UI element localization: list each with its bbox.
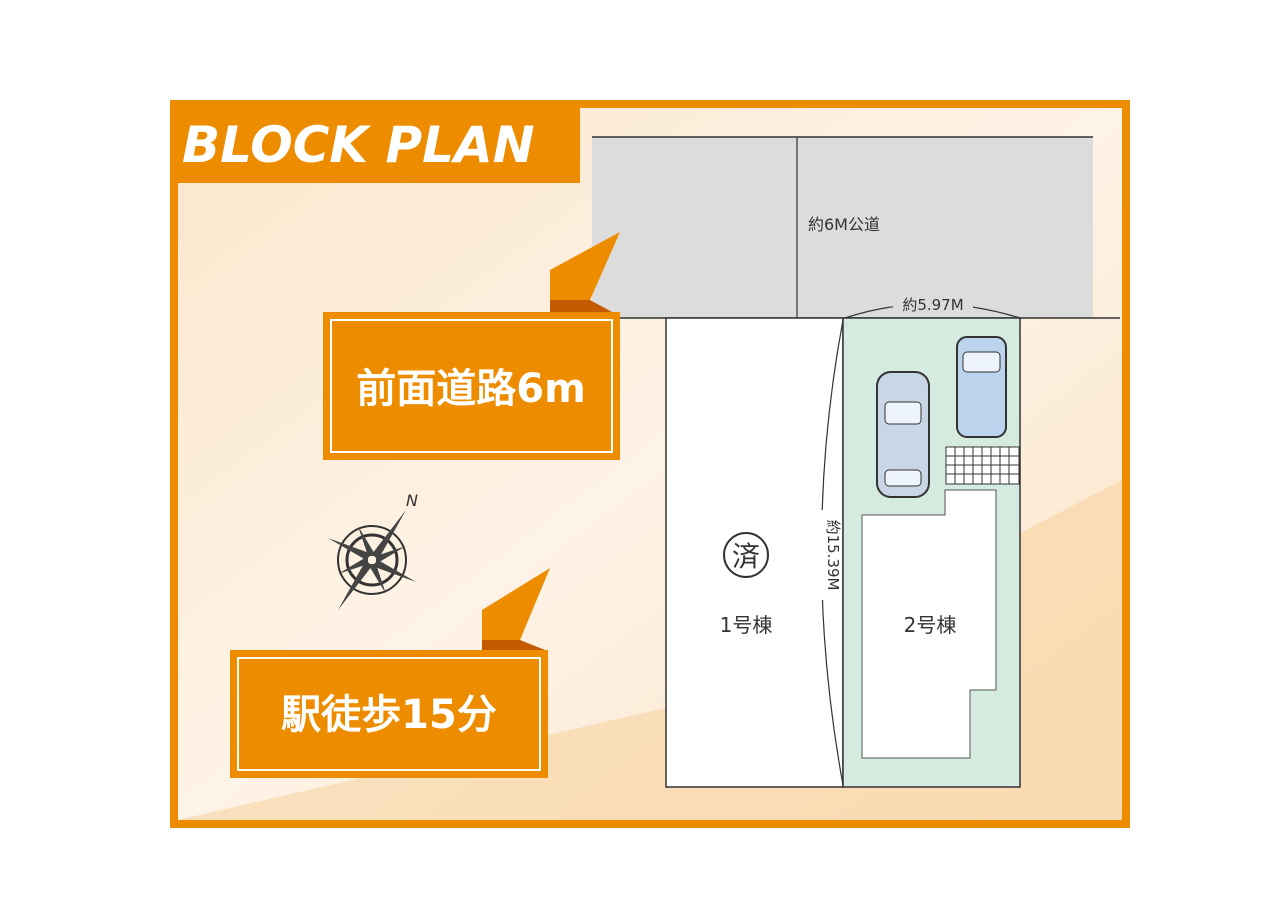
sold-mark xyxy=(723,532,769,578)
title-tab xyxy=(170,100,580,183)
car-icon xyxy=(876,371,930,498)
page-title: BLOCK PLAN xyxy=(182,116,535,174)
callout-road-front: 前面道路6m xyxy=(323,232,620,460)
road-label: 約6M公道 xyxy=(808,215,880,234)
callout-road-front-text: 前面道路6m xyxy=(356,366,586,412)
lot-1-label: 1号棟 xyxy=(720,613,773,637)
compass-north-label: N xyxy=(406,491,418,510)
public-road xyxy=(592,137,1093,318)
building-2 xyxy=(861,489,997,759)
sold-mark-label: 済 xyxy=(732,540,760,573)
frontage-label: 約5.97M xyxy=(902,296,963,314)
lot-2-label: 2号棟 xyxy=(904,613,957,637)
depth-label: 約15.39M xyxy=(824,520,842,591)
car-icon xyxy=(956,336,1007,438)
callout-station-walk: 駅徒歩15分 xyxy=(230,568,550,778)
compass-icon xyxy=(328,510,416,610)
callout-station-walk-text: 駅徒歩15分 xyxy=(281,692,497,738)
paving-grid xyxy=(945,446,1020,485)
